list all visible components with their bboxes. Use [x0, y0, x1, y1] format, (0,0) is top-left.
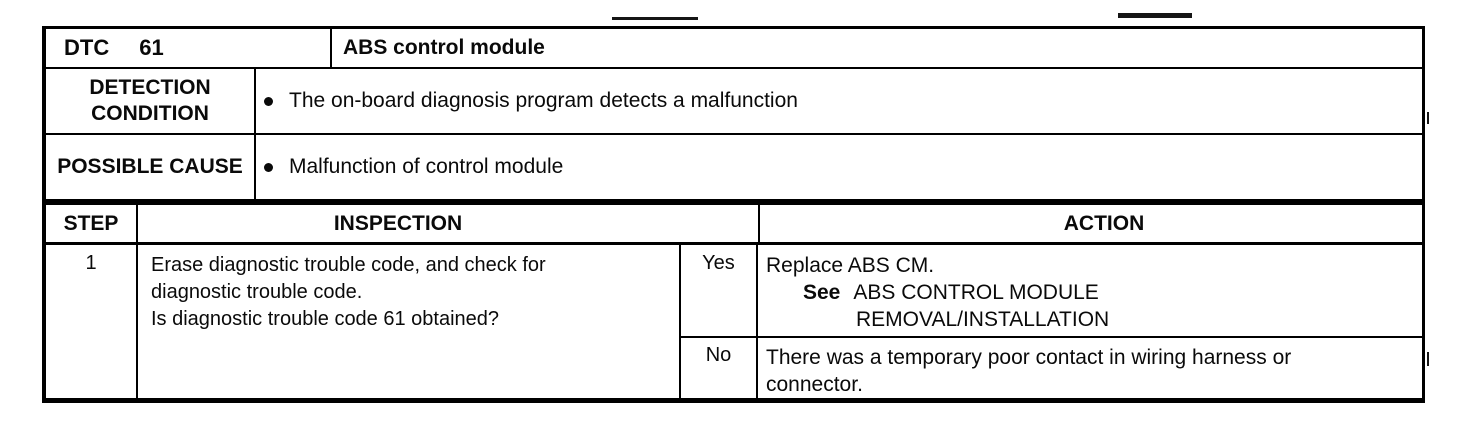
inspection-line: diagnostic trouble code. [151, 281, 363, 303]
scan-artifact [1427, 112, 1429, 124]
detection-condition-label: DETECTION CONDITION [46, 69, 256, 133]
action-line: Replace ABS CM. [766, 254, 935, 277]
inspection-column-header: INSPECTION [138, 205, 760, 242]
detection-condition-row: DETECTION CONDITION The on-board diagnos… [46, 69, 1422, 135]
dtc-label: DTC [64, 35, 110, 60]
action-line: There was a temporary poor contact in wi… [766, 346, 1292, 369]
possible-cause-label: POSSIBLE CAUSE [46, 135, 256, 199]
see-label: See [803, 281, 841, 304]
see-reference-target: ABS CONTROL MODULE [853, 281, 1099, 304]
step-number: 1 [46, 245, 138, 398]
step-row: 1 Erase diagnostic trouble code, and che… [46, 245, 1422, 398]
detection-condition-cell: The on-board diagnosis program detects a… [256, 69, 1422, 133]
possible-cause-row: POSSIBLE CAUSE Malfunction of control mo… [46, 135, 1422, 199]
scan-artifact [1118, 13, 1192, 18]
dtc-info-table: DTC 61 ABS control module DETECTION COND… [42, 26, 1425, 202]
yes-result-row: Yes Replace ABS CM. See ABS CONTROL MODUL… [681, 245, 1422, 338]
no-label: No [681, 338, 758, 398]
dtc-title-cell: ABS control module [332, 29, 1422, 67]
yes-action-cell: Replace ABS CM. See ABS CONTROL MODULE RE… [758, 245, 1422, 336]
no-result-row: No There was a temporary poor contact in… [681, 338, 1422, 398]
troubleshooting-steps-table: STEP INSPECTION ACTION 1 Erase diagnosti… [42, 202, 1425, 403]
detection-condition-text: The on-board diagnosis program detects a… [289, 89, 798, 112]
see-reference-target-line2: REMOVAL/INSTALLATION [856, 308, 1110, 331]
step-column-header: STEP [46, 205, 138, 242]
possible-cause-cell: Malfunction of control module [256, 135, 1422, 199]
action-column-header: ACTION [1063, 211, 1145, 235]
inspection-cell: Erase diagnostic trouble code, and check… [138, 245, 681, 398]
inspection-line: Is diagnostic trouble code 61 obtained? [151, 308, 500, 330]
action-line: connector. [766, 373, 863, 396]
result-action-column: Yes Replace ABS CM. See ABS CONTROL MODUL… [681, 245, 1422, 398]
steps-header-row: STEP INSPECTION ACTION [46, 205, 1422, 245]
scan-artifact [1427, 352, 1429, 366]
scan-artifact [612, 17, 698, 20]
dtc-title: ABS control module [343, 36, 545, 59]
dtc-row: DTC 61 ABS control module [46, 29, 1422, 69]
dtc-code: 61 [139, 35, 164, 60]
no-action-cell: There was a temporary poor contact in wi… [758, 338, 1422, 398]
inspection-line: Erase diagnostic trouble code, and check… [151, 254, 546, 276]
see-reference-line: See ABS CONTROL MODULE [803, 279, 1414, 306]
possible-cause-text: Malfunction of control module [289, 155, 564, 178]
dtc-cell: DTC 61 [46, 29, 332, 67]
yes-label: Yes [681, 245, 758, 336]
bullet-icon [264, 96, 273, 106]
bullet-icon [264, 162, 273, 172]
